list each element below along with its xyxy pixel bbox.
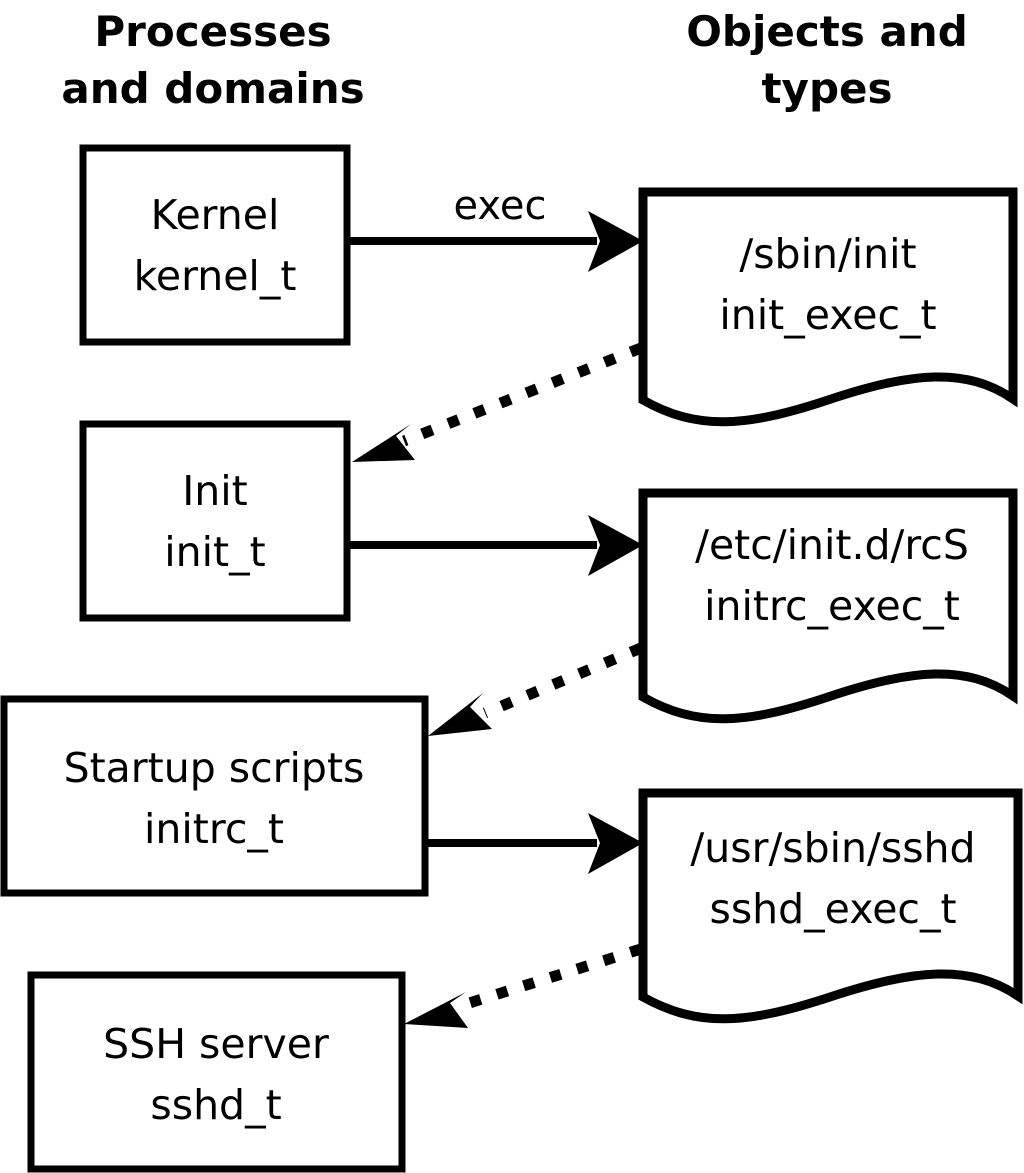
object-node-init-exec-document-shape xyxy=(638,187,1018,427)
process-node-kernel[interactable]: Kernel kernel_t xyxy=(79,144,351,346)
process-node-init[interactable]: Init init_t xyxy=(79,420,351,622)
process-node-initrc[interactable]: Startup scripts initrc_t xyxy=(0,695,429,897)
edge-init-exec-to-init xyxy=(352,342,644,462)
object-node-sshd-exec[interactable]: /usr/sbin/sshd sshd_exec_t xyxy=(638,788,1023,1024)
edge-label-exec: exec xyxy=(454,183,547,229)
edge-kernel-exec-init-exec: exec xyxy=(347,183,643,272)
left-column-header-line1: Processes xyxy=(94,7,331,56)
process-node-sshd-line1: SSH server xyxy=(103,1020,329,1068)
edge-kernel-exec-init-exec-arrowhead xyxy=(588,211,643,272)
left-column-header-line2: and domains xyxy=(61,64,364,113)
object-node-sshd-exec-line2: sshd_exec_t xyxy=(709,885,956,933)
edge-initrc-exec-sshd-exec-arrowhead xyxy=(588,813,643,874)
process-node-kernel-box xyxy=(79,144,351,346)
process-node-sshd[interactable]: SSH server sshd_t xyxy=(27,971,406,1173)
edge-init-exec-to-init-arrowhead xyxy=(352,424,415,462)
edge-initrc-exec-to-initrc xyxy=(428,642,644,736)
process-node-initrc-line1: Startup scripts xyxy=(64,744,365,792)
process-node-kernel-line2: kernel_t xyxy=(134,252,297,300)
object-node-sshd-exec-document-shape xyxy=(638,788,1023,1024)
process-node-init-box xyxy=(79,420,351,622)
right-column-header-line1: Objects and xyxy=(686,7,968,56)
process-node-kernel-line1: Kernel xyxy=(151,191,280,239)
process-node-sshd-box xyxy=(27,971,406,1173)
object-node-initrc-exec[interactable]: /etc/init.d/rcS initrc_exec_t xyxy=(638,488,1018,724)
edge-init-exec-initrc-exec-arrowhead xyxy=(588,515,643,576)
object-node-init-exec-line1: /sbin/init xyxy=(739,230,916,278)
object-node-init-exec[interactable]: /sbin/init init_exec_t xyxy=(638,187,1018,427)
object-node-initrc-exec-document-shape xyxy=(638,488,1018,724)
edge-initrc-exec-to-initrc-line xyxy=(482,642,644,719)
process-node-sshd-line2: sshd_t xyxy=(150,1081,281,1129)
process-node-initrc-box xyxy=(0,695,429,897)
edge-sshd-exec-to-sshd xyxy=(404,943,643,1028)
object-node-initrc-exec-line2: initrc_exec_t xyxy=(704,582,960,630)
object-node-initrc-exec-line1: /etc/init.d/rcS xyxy=(695,521,969,569)
edge-initrc-exec-to-initrc-arrowhead xyxy=(428,693,492,736)
edge-sshd-exec-to-sshd-line xyxy=(461,943,643,1011)
process-node-init-line2: init_t xyxy=(164,528,265,576)
process-node-init-line1: Init xyxy=(182,467,248,515)
process-node-initrc-line2: initrc_t xyxy=(144,805,284,853)
edge-sshd-exec-to-sshd-arrowhead xyxy=(404,992,468,1028)
edge-initrc-exec-sshd-exec xyxy=(425,813,643,874)
edge-init-exec-to-init-line xyxy=(401,342,644,447)
object-node-sshd-exec-line1: /usr/sbin/sshd xyxy=(690,824,975,872)
object-node-init-exec-line2: init_exec_t xyxy=(719,291,936,339)
right-column-header-line2: types xyxy=(761,64,892,113)
edge-init-exec-initrc-exec xyxy=(347,515,643,576)
